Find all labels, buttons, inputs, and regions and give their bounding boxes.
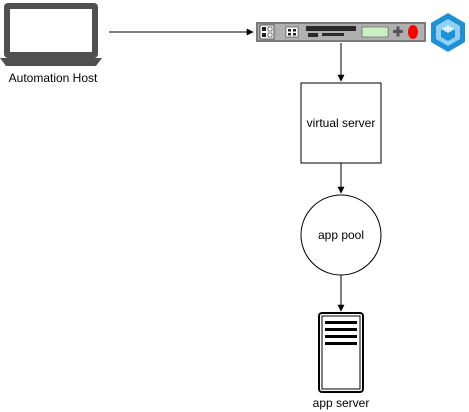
app-server-label: app server: [313, 396, 370, 410]
app-pool-label: app pool: [318, 228, 364, 242]
server-icon[interactable]: [318, 312, 364, 393]
virtual-server-box[interactable]: [300, 82, 382, 164]
load-balancer-appliance-icon: [256, 22, 426, 42]
power-indicator-icon: [408, 25, 418, 39]
virtual-server-label: virtual server: [307, 116, 376, 130]
automation-host-label: Automation Host: [9, 71, 98, 85]
laptop-icon: [0, 3, 102, 66]
cube-hexagon-icon: [431, 13, 465, 52]
